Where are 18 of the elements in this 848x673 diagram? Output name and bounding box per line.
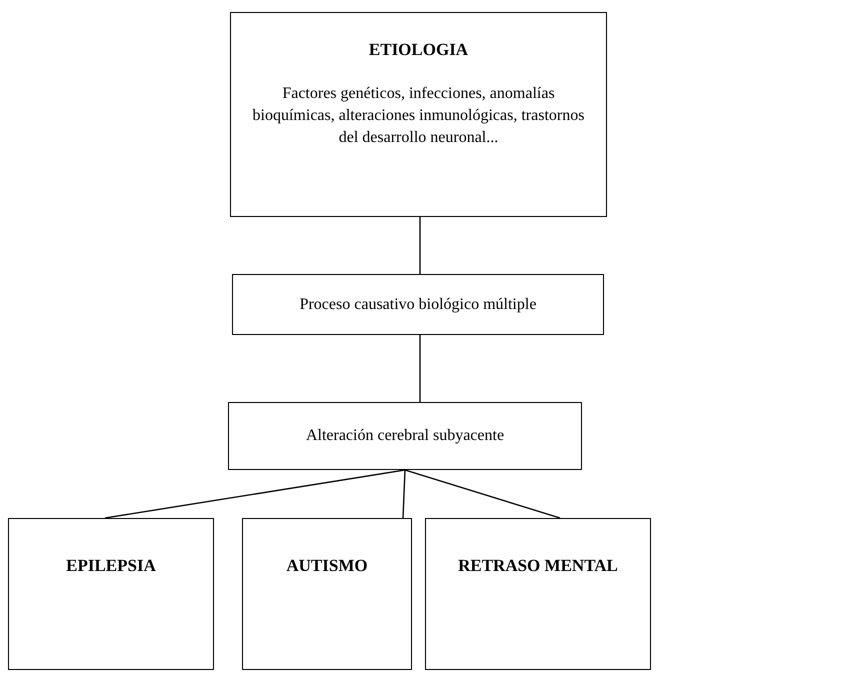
- heading: ETIOLOGIA: [368, 39, 468, 61]
- connector-line: [419, 335, 421, 402]
- box-text: Alteración cerebral subyacente: [306, 426, 504, 446]
- text-box: [8, 518, 214, 670]
- text-box: [230, 12, 607, 217]
- box-text: Proceso causativo biológico múltiple: [300, 294, 536, 314]
- text-box: [232, 274, 604, 335]
- box-text: Factores genéticos, infecciones, anomalías bioquímicas, alteraciones inmunológicas, trastornos del desarrollo neuronal...: [252, 84, 586, 148]
- connector-line: [404, 469, 560, 519]
- connector-line: [104, 469, 406, 519]
- connector-line: [419, 217, 421, 274]
- text-box: [242, 518, 412, 670]
- text-box: [228, 402, 582, 470]
- box-text: EPILEPSIA: [66, 555, 156, 577]
- box-text: AUTISMO: [286, 555, 368, 577]
- connector-line: [402, 470, 406, 518]
- text-box: [425, 518, 651, 670]
- box-text: RETRASO MENTAL: [458, 555, 618, 577]
